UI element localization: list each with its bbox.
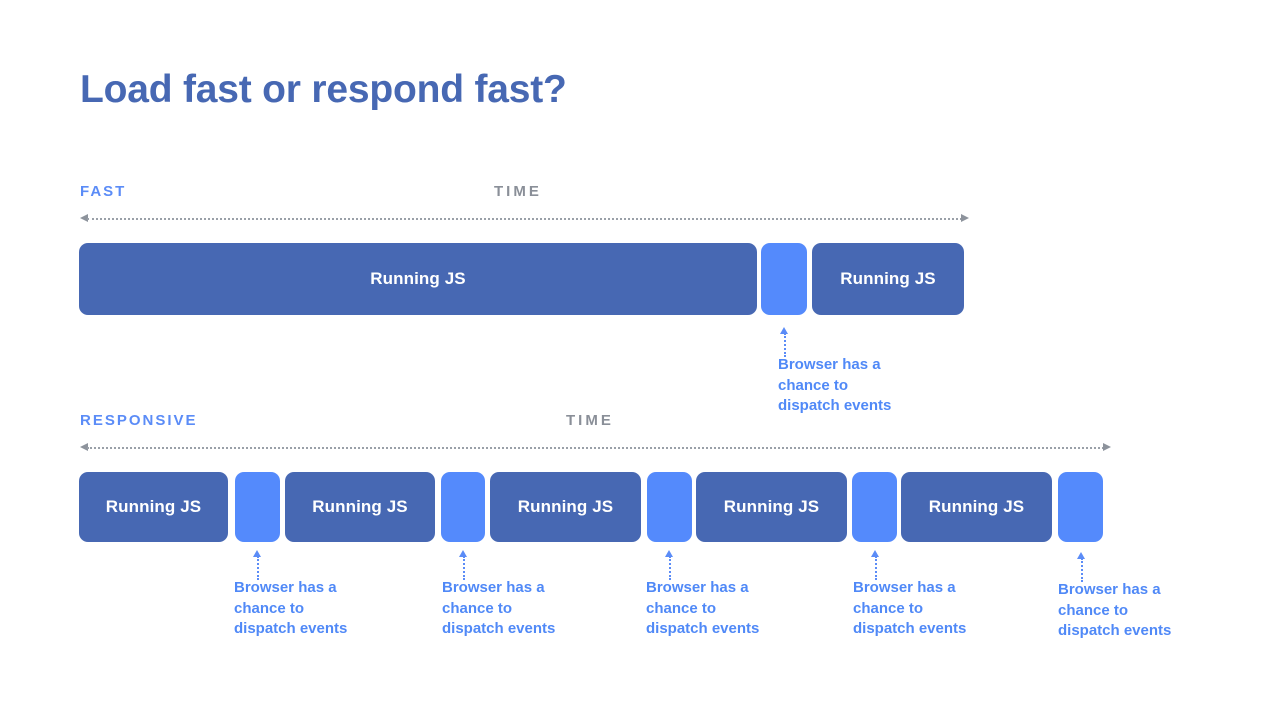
page-title: Load fast or respond fast? [80,68,567,111]
callout-line-2: chance to [234,599,305,617]
callout-line-2: chance to [442,599,513,617]
timeline-block-event-gap [441,472,485,542]
callout-line-3: dispatch events [1058,622,1172,639]
callout-arrow-up-icon [871,550,880,580]
callout-line-1: Browser has a [1058,581,1161,598]
timeline-track-responsive: Running JS Running JS Running JS Running… [0,472,1276,542]
callout-line-1: Browser has a [853,579,956,596]
timeline-block-running-js: Running JS [285,472,435,542]
time-axis-label-fast: TIME [494,183,542,200]
callout-line-1: Browser has a [646,579,749,596]
callout-text: Browser has a chance to dispatch events [853,578,966,640]
callout-text: Browser has a chance to dispatch events [778,355,891,417]
callout-line-1: Browser has a [442,579,545,596]
timeline-block-running-js: Running JS [79,243,757,315]
callout-arrow-up-icon [1077,552,1086,582]
callout-line-1: Browser has a [778,356,881,373]
arrow-right-icon [1103,443,1111,451]
callout-arrow-up-icon [459,550,468,580]
time-axis-responsive [80,443,1111,452]
callout-line-2: chance to [646,599,717,617]
callout-arrow-up-icon [780,327,789,357]
time-axis-fast [80,214,969,223]
time-axis-label-responsive: TIME [566,412,614,429]
arrow-left-icon [80,214,88,222]
timeline-block-running-js: Running JS [696,472,847,542]
callout-arrow-up-icon [665,550,674,580]
callout-arrow-up-icon [253,550,262,580]
callout-line-3: dispatch events [234,620,348,637]
callout-line-3: dispatch events [646,620,760,637]
arrow-right-icon [961,214,969,222]
callout-line-2: chance to [853,599,924,617]
timeline-track-fast: Running JS Running JS [0,243,1276,315]
timeline-block-event-gap [235,472,280,542]
callout-line-2: chance to [778,376,849,394]
timeline-block-event-gap [761,243,807,315]
callout-line-3: dispatch events [442,620,556,637]
callout-text: Browser has a chance to dispatch events [442,578,555,640]
callout-text: Browser has a chance to dispatch events [1058,580,1171,642]
callout-text: Browser has a chance to dispatch events [234,578,347,640]
callout-line-3: dispatch events [778,397,892,414]
callout-text: Browser has a chance to dispatch events [646,578,759,640]
row-label-responsive: RESPONSIVE [80,412,198,429]
dotted-axis-line [87,218,962,220]
dotted-axis-line [87,447,1104,449]
timeline-block-running-js: Running JS [812,243,964,315]
timeline-block-event-gap [647,472,692,542]
callout-line-2: chance to [1058,601,1129,619]
row-label-fast: FAST [80,183,127,200]
timeline-block-running-js: Running JS [901,472,1052,542]
arrow-left-icon [80,443,88,451]
callout-line-3: dispatch events [853,620,967,637]
timeline-block-running-js: Running JS [79,472,228,542]
timeline-block-running-js: Running JS [490,472,641,542]
timeline-block-event-gap [852,472,897,542]
callout-line-1: Browser has a [234,579,337,596]
timeline-block-event-gap [1058,472,1103,542]
